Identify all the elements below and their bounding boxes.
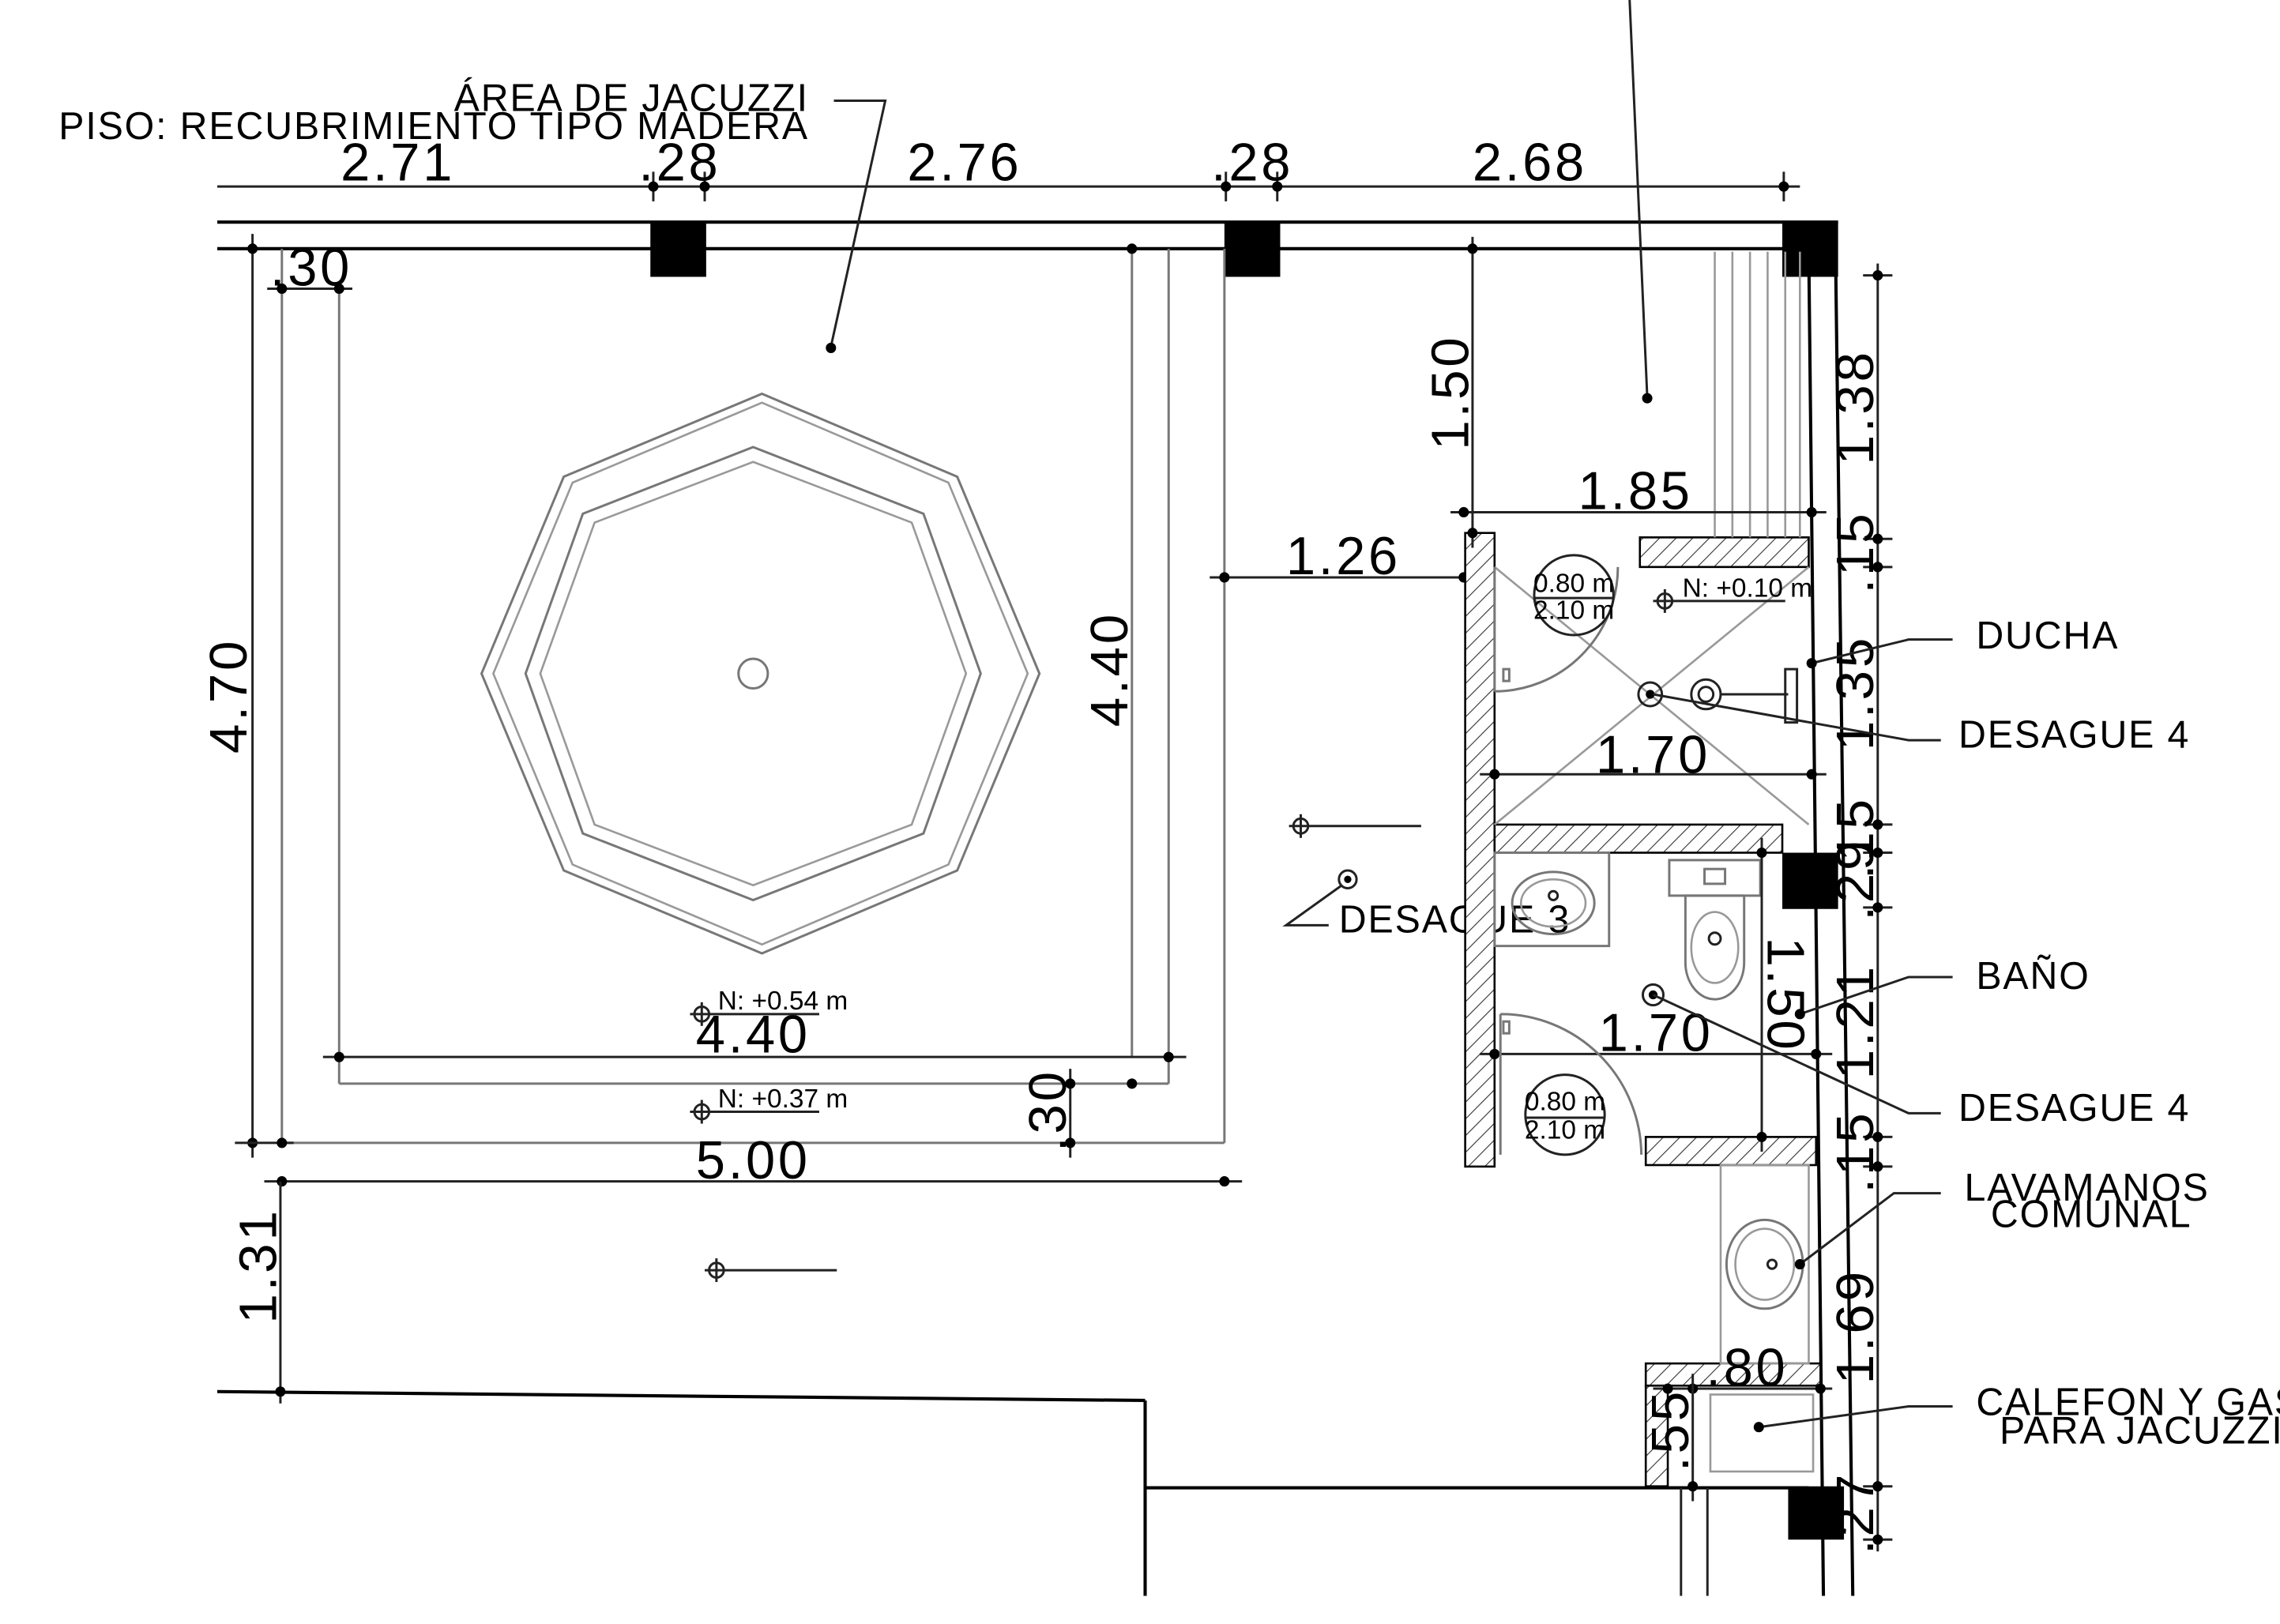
dim-h-170-a: 1.70 <box>1596 725 1710 784</box>
dim-right-440: 4.40 <box>1080 611 1139 727</box>
dim-left-470: 4.70 <box>199 638 258 754</box>
dim-v-150-bath: 1.50 <box>1756 937 1815 1052</box>
dim-h-80: .80 <box>1706 1338 1788 1397</box>
dim-r-15-b: .15 <box>1826 796 1885 879</box>
level-marker: N: +0.54 m <box>690 987 848 1026</box>
dim-h-126: 1.26 <box>1286 527 1401 586</box>
shower-door-height: 2.10 m <box>1533 596 1614 625</box>
shower-door-width: 0.80 m <box>1533 570 1614 599</box>
outer-wall-lines <box>217 0 1855 1596</box>
dim-r-29: .29 <box>1826 838 1885 921</box>
dim-top-4: .28 <box>1211 133 1293 192</box>
column <box>1782 852 1838 909</box>
label-lavamanos-1: LAVAMANOS <box>1964 1167 2209 1209</box>
column <box>1788 1486 1845 1540</box>
jacuzzi-drain <box>737 657 769 690</box>
jacuzzi-octagon-outer <box>480 392 1041 955</box>
dim-r-15-c: .15 <box>1826 1111 1885 1194</box>
level-jacuzzi-top: N: +0.54 m <box>718 987 848 1016</box>
label-jacuzzi-floor: PISO: RECUBRIMIENTO TIPO MADERA <box>58 105 809 148</box>
label-calefon-2: PARA JACUZZI <box>2000 1409 2280 1452</box>
dim-r-169: 1.69 <box>1826 1269 1885 1384</box>
label-bano: BAÑO <box>1976 955 2090 998</box>
bath-door-height: 2.10 m <box>1525 1115 1605 1145</box>
label-jacuzzi-area: ÁREA DE JACUZZI <box>454 77 809 119</box>
dim-inner-30-bottom: .30 <box>1018 1069 1078 1152</box>
level-marker: N: +0.37 m <box>690 1085 848 1124</box>
dim-r-27: .27 <box>1826 1472 1885 1554</box>
right-dimension-chain: 1.38 .15 1.35 .15 .29 1.21 .15 1.69 .27 <box>1826 263 1893 1554</box>
jacuzzi-area: .30 4.70 4.40 4.40 .30 5.00 1.31 <box>58 77 1421 1404</box>
level-marker <box>705 1258 837 1283</box>
column <box>650 222 706 277</box>
callout-labels: DUCHA DESAGUE 4 BAÑO DESAGUE 4 LAVAMANOS… <box>1652 615 2280 1452</box>
dim-top-1: 2.71 <box>340 133 455 192</box>
structural-columns <box>650 222 1845 1540</box>
label-calefon-1: CALEFON Y GAS <box>1976 1382 2280 1424</box>
jacuzzi-octagon-inner <box>524 445 982 902</box>
label-ducha: DUCHA <box>1976 615 2119 657</box>
dim-top-5: 2.68 <box>1473 133 1587 192</box>
dim-r-15-a: .15 <box>1826 511 1885 594</box>
label-lavamanos-2: COMUNAL <box>1991 1194 2192 1236</box>
label-desague-4-b: DESAGUE 4 <box>1958 1087 2190 1130</box>
dim-v-150-top: 1.50 <box>1421 335 1480 450</box>
dim-top-2: .28 <box>638 133 720 192</box>
top-dimension-chain: 2.71 .28 2.76 .28 2.68 <box>217 133 1800 201</box>
dim-h-185: 1.85 <box>1578 461 1693 521</box>
dim-v-55: .55 <box>1641 1389 1700 1472</box>
level-jacuzzi-step: N: +0.37 m <box>718 1085 848 1114</box>
dim-r-121: 1.21 <box>1826 964 1885 1079</box>
label-desague-3: DESAGUE 3 <box>1339 899 1571 942</box>
bathroom-block: 1.50 1.85 0.80 m 2.10 m N: +0.10 m <box>1421 236 1833 1502</box>
label-desague-4-a: DESAGUE 4 <box>1958 713 2190 756</box>
dim-inner-30-top: .30 <box>270 238 352 297</box>
desague-3: 1.26 DESAGUE 3 <box>1210 527 1571 942</box>
dim-left-131: 1.31 <box>229 1208 288 1323</box>
dim-h-170-b: 1.70 <box>1599 1003 1714 1062</box>
level-marker <box>1289 814 1421 838</box>
dim-top-3: 2.76 <box>907 133 1021 192</box>
dim-r-138: 1.38 <box>1826 349 1885 464</box>
bath-door-width: 0.80 m <box>1525 1088 1605 1117</box>
column <box>1224 222 1281 277</box>
dim-bottom-500: 5.00 <box>696 1131 811 1190</box>
level-shower: N: +0.10 m <box>1683 573 1812 603</box>
column <box>1782 222 1838 277</box>
